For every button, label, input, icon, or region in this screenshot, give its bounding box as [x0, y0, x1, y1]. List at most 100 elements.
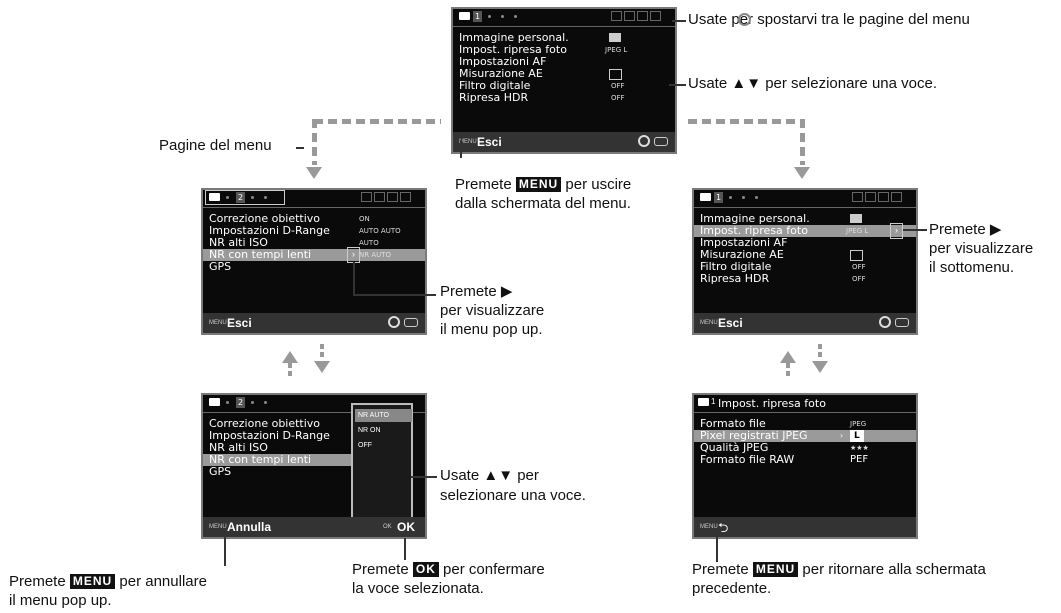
menu-item[interactable]: Misurazione AE — [694, 249, 916, 261]
popup-option[interactable]: NR ON — [358, 427, 381, 434]
playback-tab-icon — [374, 192, 385, 202]
leader-line — [411, 476, 437, 478]
leader-line — [353, 294, 436, 296]
exit-note-pre: Premete — [455, 176, 512, 193]
submenu-note-line1: Premete ▶ — [929, 221, 1002, 238]
divider — [453, 26, 675, 27]
cancel-note-line1: Premete MENU per annullare — [9, 573, 207, 591]
return-icon[interactable]: ⮌ — [718, 520, 729, 535]
menu-footer: MENU Esci — [453, 132, 675, 152]
page-dot — [264, 401, 267, 404]
dial-icon — [388, 316, 400, 328]
menu-item[interactable]: Immagine personal. — [453, 32, 675, 44]
movie-tab-icon — [361, 192, 372, 202]
leader-line — [224, 528, 226, 566]
popup-option[interactable]: OFF — [358, 442, 372, 449]
dial-note: Usate per spostarvi tra le pagine del me… — [688, 11, 970, 29]
leader-line — [903, 229, 927, 231]
submenu-note-line2: per visualizzare — [929, 240, 1034, 257]
divider — [203, 412, 425, 413]
menu-item-value: AUTO — [359, 239, 379, 247]
submenu-item[interactable]: Qualità JPEG★★★ — [694, 442, 916, 454]
submenu-item-selected[interactable]: Pixel registrati JPEG›L — [694, 430, 916, 442]
menu-pages-label: Pagine del menu — [159, 137, 272, 154]
top-menu-screen: 1 Immagine personal. Impost. ripresa fot… — [451, 7, 677, 154]
select-note: Usate ▲▼ per selezionare una voce. — [688, 75, 937, 92]
submenu-header: 1 Impost. ripresa foto — [694, 395, 916, 412]
exit-label[interactable]: Esci — [227, 316, 252, 330]
tab-number: 1 — [473, 11, 482, 22]
playback-tab-icon — [865, 192, 876, 202]
submenu-item-value: PEF — [850, 454, 869, 465]
menu-item-label: NR alti ISO — [209, 441, 268, 454]
confirm-note-pre: Premete — [352, 561, 409, 578]
menu-key-icon: MENU — [752, 562, 799, 577]
menu-item-label: NR alti ISO — [209, 236, 268, 249]
exit-label[interactable]: Esci — [477, 135, 502, 149]
submenu-item-label: Formato file — [700, 417, 766, 430]
menu-item[interactable]: Impostazioni AF — [694, 237, 916, 249]
camera-tab-icon — [459, 12, 470, 20]
menu-item[interactable]: Impostazioni AF — [453, 56, 675, 68]
menu-item: Impostazioni D-Range — [203, 430, 353, 442]
menu-item: GPS — [203, 466, 353, 478]
movie-tab-icon — [611, 11, 622, 21]
menu-item[interactable]: NR alti ISO AUTO — [203, 237, 425, 249]
menu-item-label: GPS — [209, 260, 232, 273]
cancel-label[interactable]: Annulla — [227, 520, 271, 534]
submenu-page-number: 1 — [711, 397, 716, 406]
submenu-note-line3: il sottomenu. — [929, 259, 1015, 276]
menu-item-label: GPS — [209, 465, 232, 478]
menu-item-label: Impostazioni D-Range — [209, 224, 330, 237]
confirm-note-line2: la voce selezionata. — [352, 580, 484, 597]
tab-bar: 1 — [694, 190, 916, 207]
dial-note-text: Usate per spostarvi tra le pagine del me… — [688, 11, 970, 28]
exit-label[interactable]: Esci — [718, 316, 743, 330]
custom-tab-icon — [650, 11, 661, 21]
menu-key-icon: MENU — [209, 320, 227, 326]
menu-item-value: OFF — [852, 263, 866, 271]
menu-pages-highlight — [205, 190, 285, 205]
submenu-item-label: Qualità JPEG — [700, 441, 769, 454]
exit-note-line2: dalla schermata del menu. — [455, 195, 631, 212]
menu-item-value: ON — [359, 215, 370, 223]
popup-option-selected[interactable]: NR AUTO — [355, 409, 412, 422]
menu-item-label: NR con tempi lenti — [209, 248, 312, 261]
menu-item-label: Impostazioni AF — [459, 55, 547, 68]
camera-tab-icon — [209, 193, 220, 201]
submenu-title: Impost. ripresa foto — [718, 397, 826, 410]
menu-item[interactable]: Misurazione AE — [453, 68, 675, 80]
menu-item-label: Immagine personal. — [700, 212, 810, 225]
menu-item-value: JPEG L — [846, 227, 869, 235]
popup-note-line3: il menu pop up. — [440, 321, 543, 338]
popup-menu: NR AUTO NR ON OFF — [351, 403, 413, 521]
page-dot — [729, 196, 732, 199]
menu-item[interactable]: GPS — [203, 261, 425, 273]
return-note-pre: Premete — [692, 561, 749, 578]
camera-tab-icon — [700, 193, 711, 201]
page-dot — [755, 196, 758, 199]
leader-line — [404, 538, 406, 560]
ok-label[interactable]: OK — [397, 520, 415, 534]
menu-footer: MENU ⮌ — [694, 517, 916, 537]
menu-item[interactable]: Immagine personal. — [694, 213, 916, 225]
menu-item-label: Impostazioni D-Range — [209, 429, 330, 442]
menu-item-label: Ripresa HDR — [700, 272, 770, 285]
dial-icon — [879, 316, 891, 328]
wrench-tab-icon — [878, 192, 889, 202]
page-switch-icon — [654, 137, 668, 146]
right-menu-screen: 1 Immagine personal. Impost. ripresa fot… — [692, 188, 918, 335]
page-dot — [226, 196, 229, 199]
